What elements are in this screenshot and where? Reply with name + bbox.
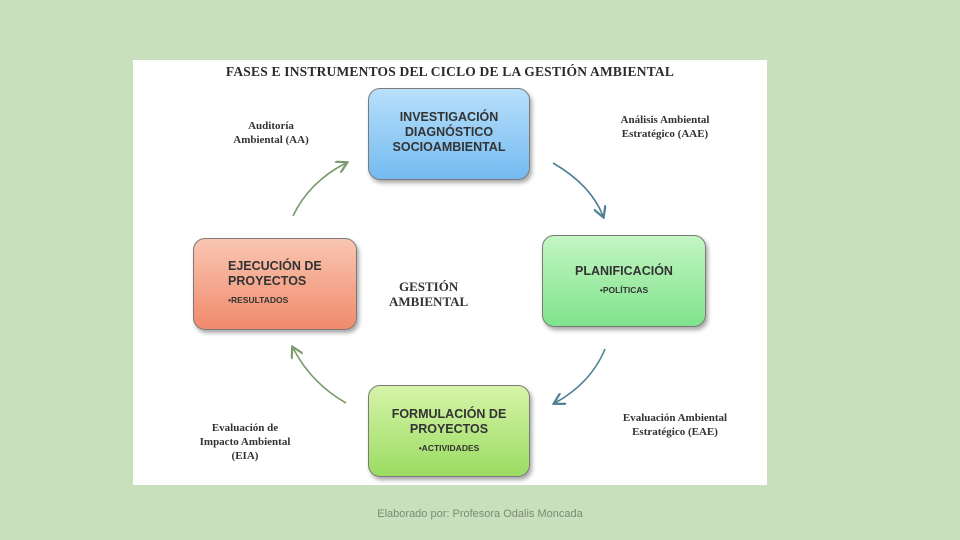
instrument-impacto-ambiental: Evaluación de Impacto Ambiental (EIA) xyxy=(199,422,291,462)
arrow-ejecucion-to-investigacion xyxy=(292,163,346,217)
cycle-diagram: FASES E INSTRUMENTOS DEL CICLO DE LA GES… xyxy=(133,60,767,485)
phase-planificacion: PLANIFICACIÓN •POLÍTICAS xyxy=(542,235,706,327)
phase-formulacion-title: FORMULACIÓN DE PROYECTOS xyxy=(391,407,507,436)
diagram-title: FASES E INSTRUMENTOS DEL CICLO DE LA GES… xyxy=(225,64,675,79)
footer-credit: Elaborado por: Profesora Odalis Moncada xyxy=(377,508,583,520)
phase-ejecucion-sub: •RESULTADOS xyxy=(228,295,289,305)
instrument-auditoria: Auditoría Ambiental (AA) xyxy=(233,120,309,146)
arrow-investigacion-to-planificacion xyxy=(552,162,603,216)
phase-investigacion-title: INVESTIGACIÓN DIAGNÓSTICO SOCIOAMBIENTAL xyxy=(392,110,506,154)
instrument-analisis-estrategico: Análisis Ambiental Estratégico (AAE) xyxy=(620,114,710,140)
arrow-planificacion-to-formulacion xyxy=(555,348,606,403)
phase-formulacion-sub: •ACTIVIDADES xyxy=(418,443,480,453)
arrow-formulacion-to-ejecucion xyxy=(293,348,347,404)
phase-ejecucion: EJECUCIÓN DE PROYECTOS •RESULTADOS xyxy=(193,238,357,330)
phase-investigacion: INVESTIGACIÓN DIAGNÓSTICO SOCIOAMBIENTAL xyxy=(368,88,530,180)
cycle-arrows xyxy=(133,60,767,485)
instrument-evaluacion-estrategico: Evaluación Ambiental Estratégico (EAE) xyxy=(622,412,728,438)
phase-formulacion: FORMULACIÓN DE PROYECTOS •ACTIVIDADES xyxy=(368,385,530,477)
phase-planificacion-sub: •POLÍTICAS xyxy=(599,285,649,295)
phase-ejecucion-title: EJECUCIÓN DE PROYECTOS xyxy=(228,259,322,288)
center-label: GESTIÓN AMBIENTAL xyxy=(389,279,469,309)
phase-planificacion-title: PLANIFICACIÓN xyxy=(575,264,673,278)
